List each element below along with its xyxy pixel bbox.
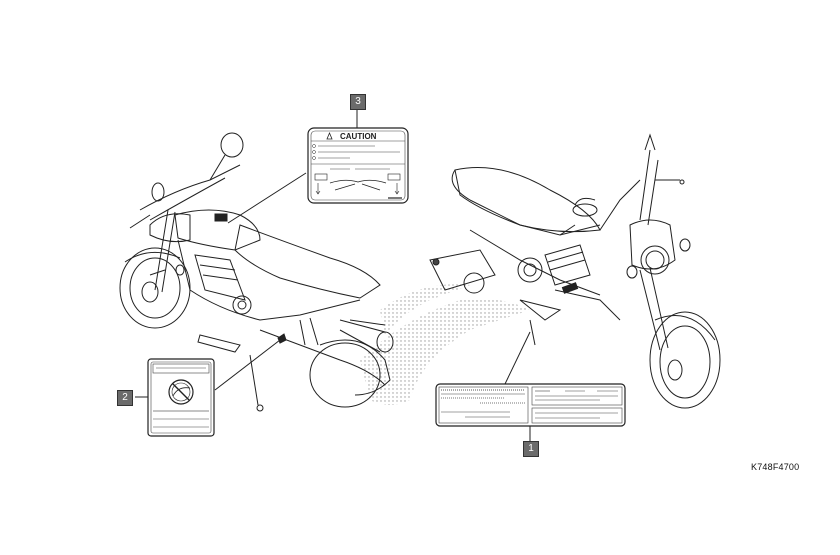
no-fuel-label (135, 339, 281, 437)
callout-badge-1: 1 (523, 441, 539, 457)
motorcycle-right (429, 133, 721, 409)
information-label (435, 331, 626, 441)
motorcycle-left (119, 132, 394, 412)
no-fuel-icon (168, 379, 194, 405)
ground-shadow (360, 284, 530, 405)
callout-badge-3: 3 (350, 94, 366, 110)
caution-title: CAUTION (340, 132, 377, 141)
warning-triangle-icon (326, 131, 333, 140)
callout-badge-2: 2 (117, 390, 133, 406)
caution-label: CAUTION (227, 109, 409, 224)
figure-code: K748F4700 (751, 462, 800, 472)
